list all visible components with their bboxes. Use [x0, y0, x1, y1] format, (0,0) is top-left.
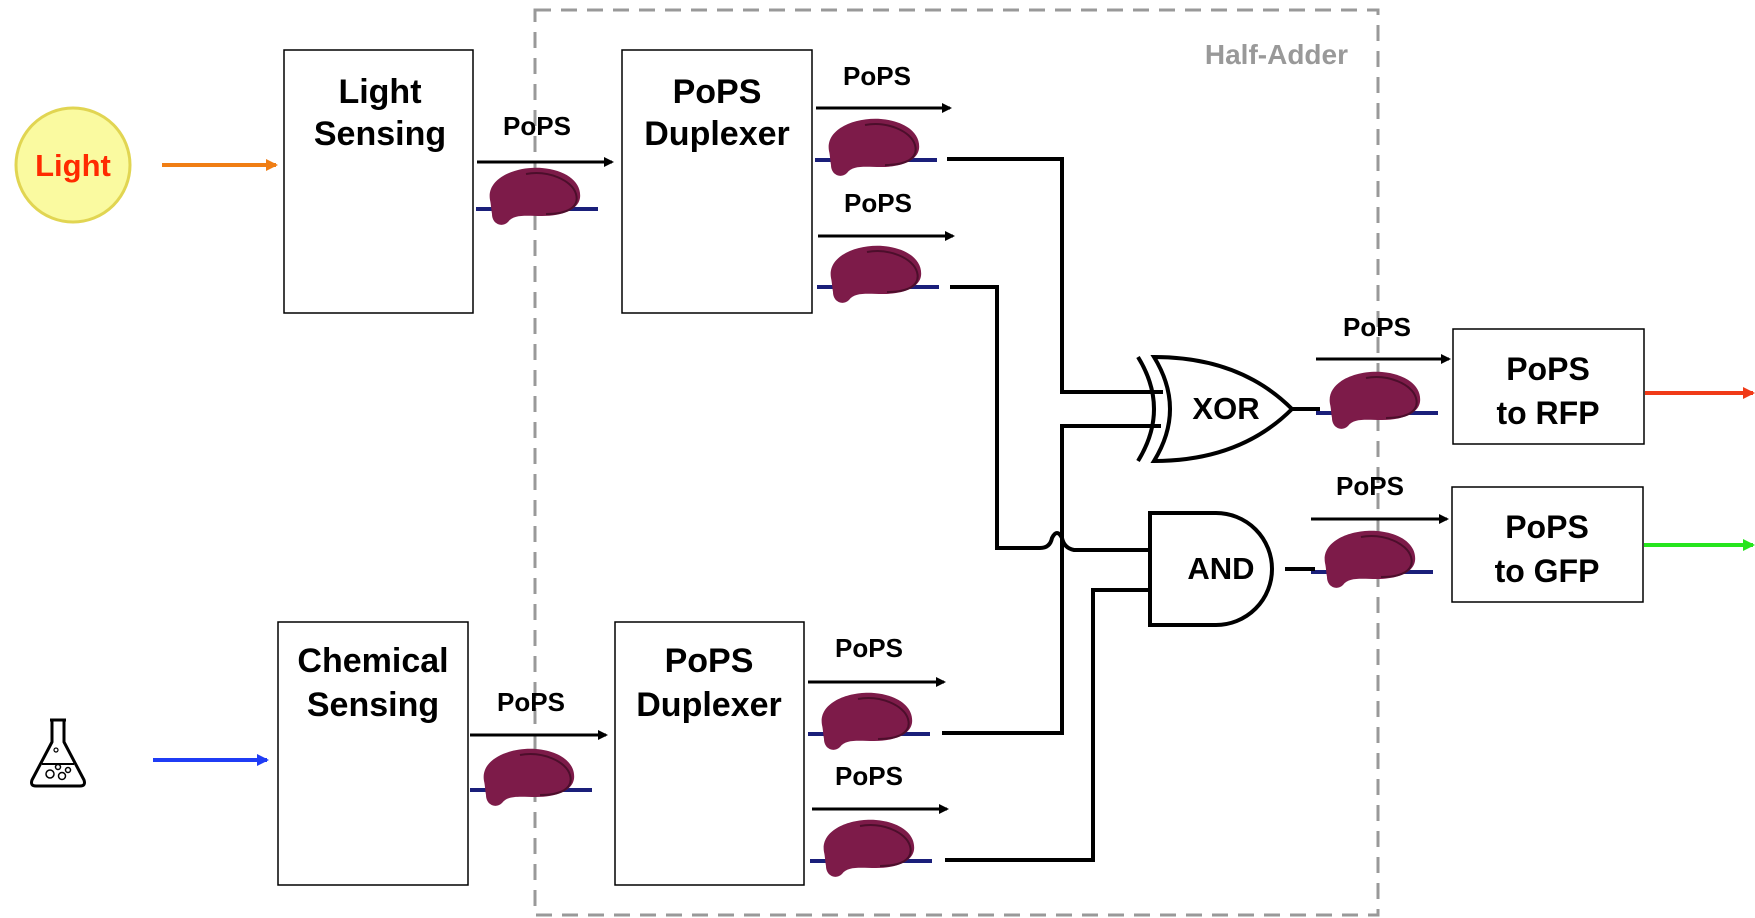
light-input: Light: [14, 106, 132, 224]
xor-gate: XOR: [1136, 354, 1295, 464]
ribosome-icon: [816, 244, 940, 304]
flask-icon: [30, 718, 86, 788]
and-label: AND: [1187, 551, 1254, 586]
duplexer-bottom-line1: PoPS: [665, 642, 754, 680]
pops-signal-and: PoPS: [1310, 471, 1449, 589]
light-label: Light: [35, 148, 111, 183]
pops-signal-dup-bottom-2: PoPS: [809, 761, 949, 878]
pops-signal-xor: PoPS: [1315, 312, 1451, 430]
gfp-line2: to GFP: [1495, 553, 1600, 589]
gfp-line1: PoPS: [1505, 509, 1589, 545]
pops-label: PoPS: [843, 61, 911, 91]
pops-label: PoPS: [1343, 312, 1411, 342]
pops-signal-dup-top-2: PoPS: [816, 188, 955, 304]
duplexer-top-line2: Duplexer: [644, 115, 790, 153]
pops-signal-chemical: PoPS: [469, 687, 608, 807]
pops-label: PoPS: [835, 761, 903, 791]
rfp-line1: PoPS: [1506, 351, 1590, 387]
duplexer-bottom-line2: Duplexer: [636, 686, 782, 724]
light-sensing-line2: Sensing: [314, 115, 446, 153]
pops-signal-light: PoPS: [475, 111, 614, 226]
wires: [942, 157, 1320, 862]
half-adder-region: [533, 8, 1380, 917]
chemical-sensing-line2: Sensing: [307, 686, 439, 724]
and-gate: AND: [1148, 511, 1274, 627]
xor-label: XOR: [1192, 391, 1259, 426]
light-sensing-line1: Light: [338, 73, 421, 111]
ribosome-icon: [1310, 529, 1434, 589]
pops-to-rfp-block: PoPS to RFP: [1452, 328, 1645, 445]
ribosome-icon: [809, 818, 933, 878]
ribosome-icon: [814, 117, 938, 177]
pops-duplexer-top: PoPS Duplexer: [621, 49, 813, 314]
duplexer-top-line1: PoPS: [673, 73, 762, 111]
chemical-sensing-line1: Chemical: [297, 642, 448, 680]
pops-label: PoPS: [844, 188, 912, 218]
light-circle: [14, 106, 132, 224]
pops-duplexer-bottom: PoPS Duplexer: [614, 621, 805, 886]
pops-label: PoPS: [497, 687, 565, 717]
ribosome-icon: [807, 691, 931, 751]
pops-signal-dup-top-1: PoPS: [814, 61, 952, 177]
pops-label: PoPS: [835, 633, 903, 663]
pops-signal-dup-bottom-1: PoPS: [807, 633, 946, 751]
pops-to-gfp-block: PoPS to GFP: [1451, 486, 1644, 603]
chemical-sensing-block: Chemical Sensing: [277, 621, 469, 886]
half-adder-label: Half-Adder: [1205, 39, 1348, 70]
pops-label: PoPS: [1336, 471, 1404, 501]
light-sensing-block: Light Sensing: [283, 49, 474, 314]
pops-label: PoPS: [503, 111, 571, 141]
rfp-line2: to RFP: [1496, 395, 1599, 431]
ribosome-icon: [469, 747, 593, 807]
ribosome-icon: [475, 166, 599, 226]
